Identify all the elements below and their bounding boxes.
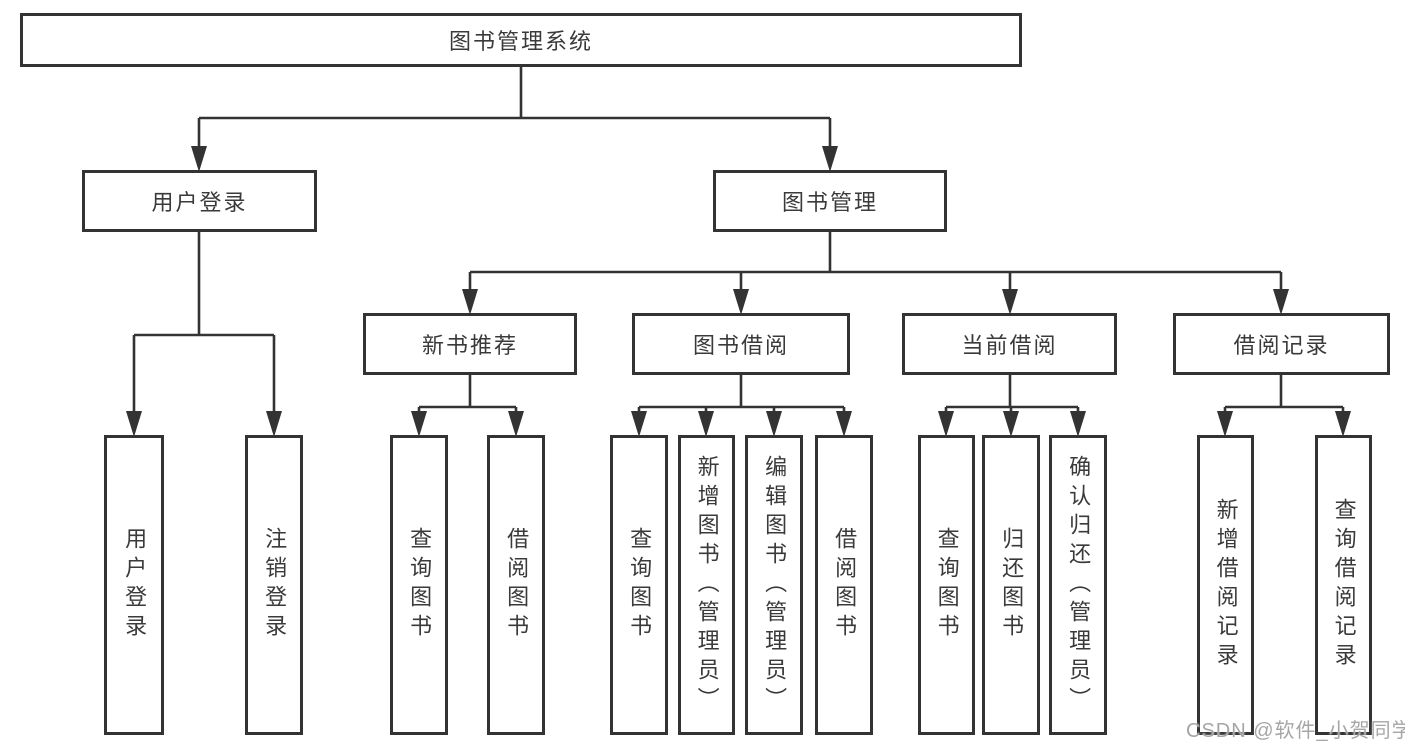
leaf-query-books-current: 查询图书 (918, 435, 975, 735)
leaf-query-borrow-record: 查询借阅记录 (1315, 435, 1372, 735)
leaf-label: 借阅图书 (504, 527, 530, 643)
leaf-label: 查询图书 (407, 527, 433, 643)
leaf-label: 借阅图书 (832, 527, 858, 643)
leaf-label: 归还图书 (999, 527, 1025, 643)
node-user-login: 用户登录 (82, 170, 317, 232)
node-label: 新书推荐 (421, 333, 518, 358)
node-label: 图书管理 (781, 190, 878, 215)
tree-connector-lines (132, 66, 1345, 430)
leaf-borrow-books-recommend: 借阅图书 (487, 435, 545, 735)
leaf-query-books-recommend: 查询图书 (390, 435, 448, 735)
leaf-label: 查询借阅记录 (1331, 498, 1357, 672)
node-label: 图书管理系统 (448, 29, 593, 54)
node-current-borrowing: 当前借阅 (902, 313, 1117, 375)
leaf-query-books-borrow: 查询图书 (610, 435, 668, 735)
leaf-label: 新增借阅记录 (1213, 498, 1239, 672)
leaf-label: 查询图书 (934, 527, 960, 643)
arrowhead-icons (126, 146, 1351, 437)
node-label: 借阅记录 (1233, 333, 1330, 358)
leaf-label: 新增图书（管理员） (694, 454, 720, 716)
leaf-add-books-admin: 新增图书（管理员） (678, 435, 735, 735)
node-library-management-system: 图书管理系统 (20, 13, 1022, 67)
leaf-user-login: 用户登录 (104, 435, 164, 735)
watermark: CSDN @软件_小贺同学 (1186, 720, 1405, 742)
leaf-borrow-books: 借阅图书 (815, 435, 873, 735)
leaf-return-books: 归还图书 (982, 435, 1040, 735)
leaf-label: 用户登录 (122, 527, 148, 643)
leaf-label: 确认归还（管理员） (1066, 454, 1092, 716)
leaf-add-borrow-record: 新增借阅记录 (1197, 435, 1254, 735)
leaf-confirm-return-admin: 确认归还（管理员） (1049, 435, 1107, 735)
node-book-borrowing: 图书借阅 (632, 313, 850, 375)
node-new-book-recommendation: 新书推荐 (363, 313, 577, 375)
node-label: 用户登录 (151, 190, 248, 215)
leaf-logout: 注销登录 (245, 435, 303, 735)
leaf-label: 编辑图书（管理员） (762, 454, 788, 716)
node-book-management: 图书管理 (713, 170, 947, 232)
leaf-label: 查询图书 (627, 527, 653, 643)
node-borrowing-records: 借阅记录 (1173, 313, 1390, 375)
node-label: 图书借阅 (692, 333, 789, 358)
node-label: 当前借阅 (961, 333, 1058, 358)
leaf-edit-books-admin: 编辑图书（管理员） (745, 435, 803, 735)
leaf-label: 注销登录 (262, 527, 288, 643)
